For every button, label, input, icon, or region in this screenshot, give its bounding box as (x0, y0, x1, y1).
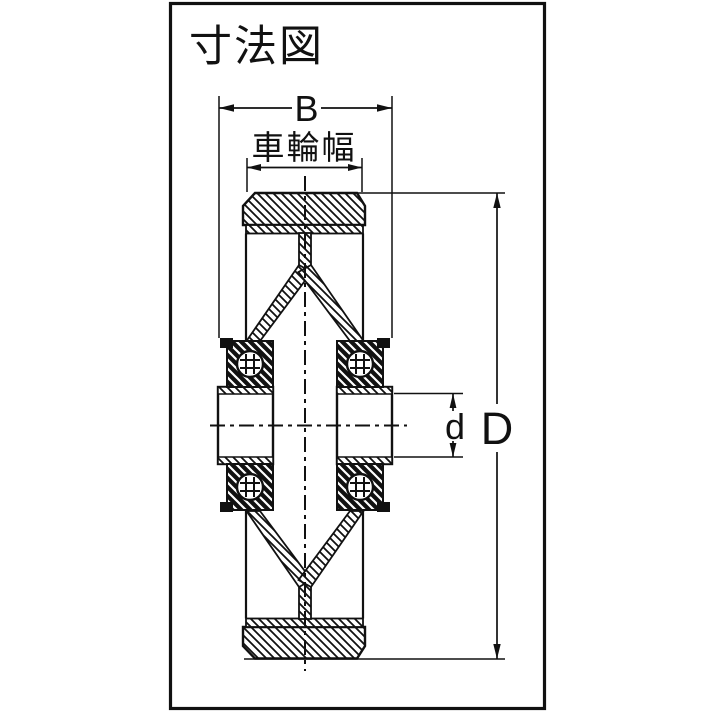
wheel-width-arrow-left (247, 164, 261, 171)
dimension-bore-diameter: d (394, 392, 465, 458)
dim-b-label: B (294, 88, 318, 129)
wheel-width-label: 車輪幅 (252, 129, 357, 166)
upper-right-bearing (337, 341, 383, 387)
wheel-width-arrow-right (348, 164, 362, 171)
dim-d-big-arrow-bottom (493, 644, 501, 659)
dimension-outer-diameter: D (244, 192, 514, 660)
dim-d-small-label: d (445, 406, 465, 447)
dim-d-small-arrow-top (449, 393, 457, 408)
dimension-overall-width: B (218, 88, 393, 338)
dim-d-big-arrow-top (493, 193, 501, 208)
dim-b-arrow-left (219, 104, 234, 112)
left-hub-bottom-flange (217, 456, 274, 465)
dim-d-big-extension-lines (244, 192, 505, 660)
drawing-title: 寸法図 (189, 23, 324, 71)
dim-d-small-extension-lines (394, 392, 463, 458)
centerlines (210, 176, 407, 671)
wheel-width-extension-lines (246, 158, 363, 192)
bottom-right-spoke-web (297, 510, 366, 589)
bearing-seal-caps (220, 338, 390, 512)
dimension-wheel-width: 車輪幅 (246, 129, 363, 192)
dim-b-extension-lines (218, 96, 393, 338)
left-hub-top-flange (217, 386, 274, 395)
dim-d-big-label: D (481, 403, 514, 454)
dim-d-small-arrow-bottom (449, 443, 457, 457)
dim-b-arrow-right (377, 104, 392, 112)
right-hub-top-flange (336, 386, 393, 395)
lower-right-bearing (337, 464, 383, 510)
rim-edge-lines (244, 233, 365, 619)
lower-left-bearing (227, 464, 273, 510)
right-hub-bottom-flange (336, 456, 393, 465)
upper-left-bearing (227, 341, 273, 387)
